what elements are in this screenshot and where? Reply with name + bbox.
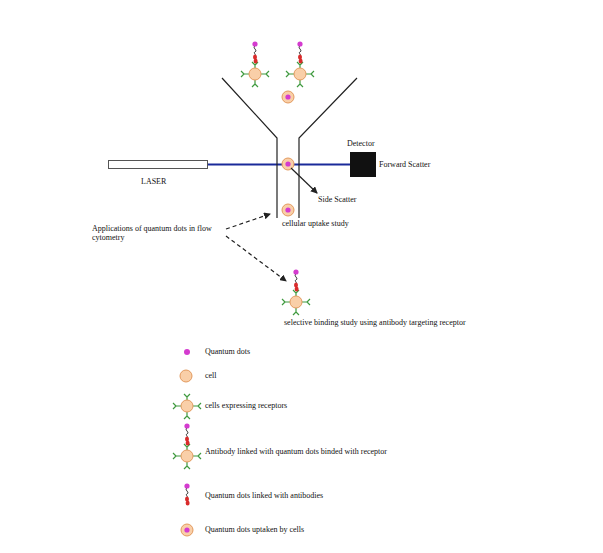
antibody-quantum-dot	[252, 41, 257, 63]
laser-beam	[208, 164, 350, 166]
quantum-dot	[285, 207, 290, 212]
dashed-arrow	[226, 214, 270, 229]
antibody-quantum-dot	[293, 269, 298, 291]
legend-text: cells expressing receptors	[205, 401, 287, 410]
legend-text: Antibody linked with quantum dots binded…	[205, 447, 387, 456]
detector-box: DetectorForward Scatter	[350, 152, 376, 177]
laser-label: LASER	[141, 177, 166, 186]
flow-cell-wall	[299, 78, 357, 218]
legend-text: cell	[205, 371, 217, 380]
legend-receptor-cell-icon	[173, 394, 201, 419]
annotation-label: selective binding study using antibody t…	[284, 318, 466, 327]
annotation-label: Side Scatter	[318, 195, 356, 204]
legend-cell-icon	[180, 370, 192, 382]
cell	[282, 204, 294, 216]
cell	[282, 158, 294, 170]
receptor-cell	[241, 62, 269, 87]
legend-bound-antibody-icon	[184, 423, 189, 445]
annotation-label: Applications of quantum dots in flow cyt…	[92, 224, 227, 242]
forward-scatter-label: Forward Scatter	[379, 160, 430, 169]
legend-bound-antibody-icon	[173, 444, 201, 469]
legend-text: Quantum dots linked with antibodies	[205, 491, 323, 500]
legend-antibody-qd-icon	[184, 483, 189, 505]
legend-text: Quantum dots	[205, 347, 250, 356]
receptor-cell	[286, 62, 314, 87]
side-scatter-arrow	[291, 168, 317, 193]
receptor-cell	[282, 290, 310, 315]
cell	[282, 91, 294, 103]
antibody-quantum-dot	[297, 41, 302, 63]
legend-swatch	[184, 349, 190, 355]
detector-label: Detector	[347, 139, 375, 148]
quantum-dot	[285, 94, 290, 99]
annotation-label: cellular uptake study	[282, 219, 349, 228]
legend-uptake-icon	[184, 527, 189, 532]
quantum-dot	[285, 161, 290, 166]
legend-uptake-icon	[181, 524, 193, 536]
flow-cell-wall	[222, 78, 277, 218]
dashed-arrow	[226, 236, 286, 281]
legend-text: Quantum dots uptaken by cells	[205, 525, 304, 534]
laser-box: LASER	[108, 160, 208, 169]
